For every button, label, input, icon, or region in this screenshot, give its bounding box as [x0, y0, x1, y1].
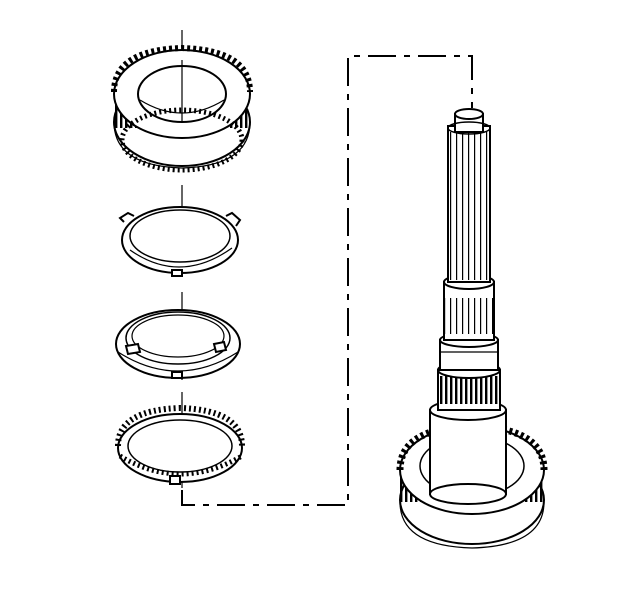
- fifth-speed-gear: [111, 44, 253, 173]
- input-shaft: [396, 108, 548, 549]
- assembly-path-line: [181, 55, 473, 506]
- outer-synchronizer-ring: [118, 206, 242, 277]
- inner-synchronizer-ring: [115, 404, 245, 485]
- middle-synchronizer-cone: [115, 309, 241, 379]
